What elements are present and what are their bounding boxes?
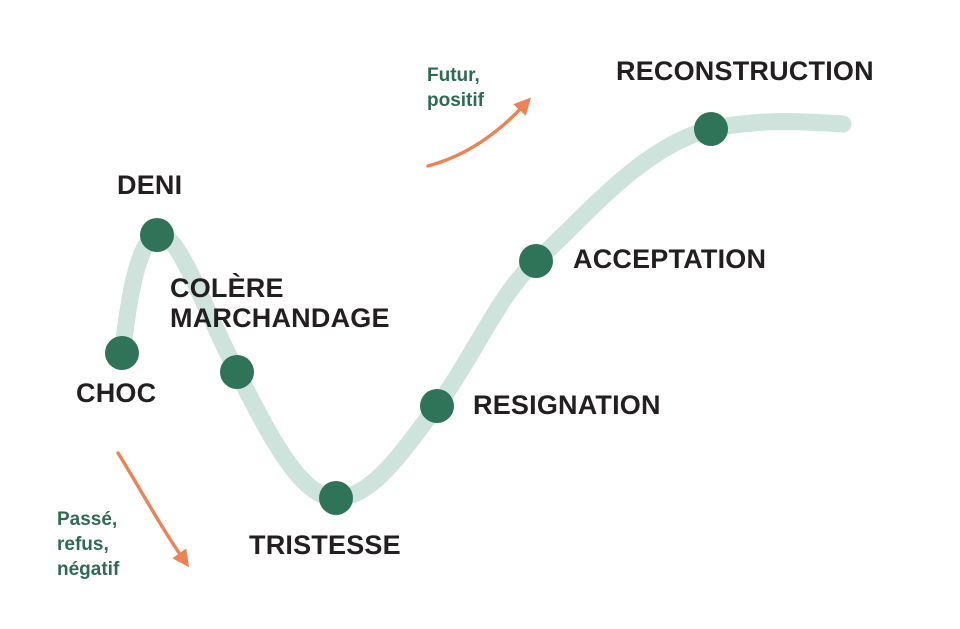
up-right-arrow-icon	[426, 97, 531, 168]
stage-node-tristesse[interactable]	[319, 481, 353, 515]
stage-label-reconstruction: RECONSTRUCTION	[616, 56, 874, 86]
stage-node-colere[interactable]	[220, 355, 254, 389]
stage-node-reconstruction[interactable]	[694, 112, 728, 146]
stage-label-deni: DENI	[117, 170, 183, 200]
stage-label-acceptation: ACCEPTATION	[573, 244, 767, 274]
stage-label-choc: CHOC	[76, 378, 157, 408]
stage-label-tristesse: TRISTESSE	[249, 530, 401, 560]
stage-label-colere: COLÈRE MARCHANDAGE	[170, 273, 390, 334]
stage-label-resignation: RESIGNATION	[473, 390, 661, 420]
stage-node-resignation[interactable]	[420, 389, 454, 423]
stage-node-choc[interactable]	[105, 336, 139, 370]
stage-node-deni[interactable]	[140, 218, 174, 252]
annotation-future-positive: Futur, positif	[427, 65, 484, 112]
annotation-past-negative: Passé, refus, négatif	[57, 509, 120, 581]
down-right-arrow-icon	[116, 451, 190, 568]
stage-node-acceptation[interactable]	[519, 244, 553, 278]
